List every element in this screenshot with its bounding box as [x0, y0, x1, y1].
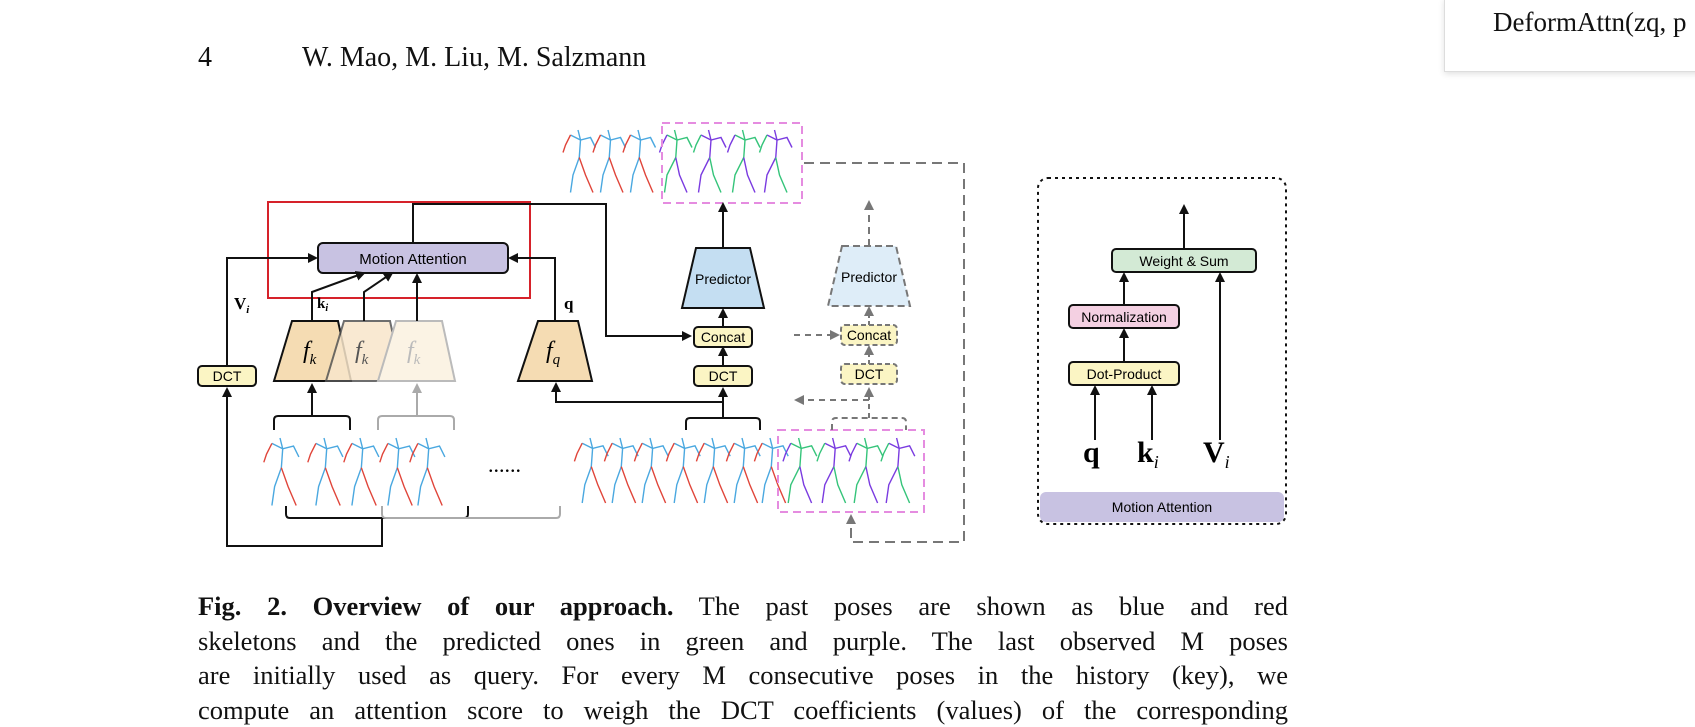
skeleton-figure: [696, 438, 730, 503]
caption-line3: are initially used as query. For every M…: [198, 658, 1288, 693]
skeleton-figure: [380, 438, 415, 506]
detail-footer-label: Motion Attention: [1112, 499, 1212, 515]
skeleton-figure: [660, 130, 693, 193]
skeleton-figure: [593, 130, 626, 193]
predictor-label: Predictor: [695, 271, 751, 287]
skeleton-figure: [817, 438, 851, 503]
weight-sum-label: Weight & Sum: [1139, 253, 1228, 269]
skeleton-figure: [726, 438, 760, 503]
detail-v: Vi: [1203, 436, 1230, 472]
detail-panel: [1038, 178, 1286, 524]
skeleton-figure: [563, 130, 596, 193]
fq-block: [518, 321, 592, 381]
figure-caption: Fig. 2. Overview of our approach. The pa…: [198, 589, 1288, 727]
dct-label-dashed: DCT: [855, 366, 884, 382]
skeleton-figure: [849, 438, 883, 503]
predictor-label-dashed: Predictor: [841, 269, 897, 285]
predicted-skeletons-top: [563, 130, 792, 193]
detail-k: ki: [1137, 436, 1159, 472]
concat-label-dashed: Concat: [847, 327, 891, 343]
skeleton-figure: [574, 438, 608, 503]
skeleton-figure: [666, 438, 700, 503]
q-label: q: [564, 294, 574, 313]
skeleton-figure: [728, 130, 761, 193]
caption-title: Overview of our approach.: [313, 591, 674, 621]
history-skeletons: [264, 438, 788, 506]
skeleton-figure: [604, 438, 638, 503]
dct-label-middle: DCT: [709, 368, 738, 384]
skeleton-figure: [623, 130, 656, 193]
motion-attention-label: Motion Attention: [359, 251, 467, 268]
skeleton-figure: [264, 438, 299, 506]
ellipsis: ......: [488, 452, 521, 477]
skeleton-figure: [783, 438, 817, 503]
pred-box-top: [662, 123, 802, 203]
skeleton-figure: [760, 130, 793, 193]
dot-product-label: Dot-Product: [1087, 366, 1162, 382]
skeleton-figure: [881, 438, 915, 503]
normalization-label: Normalization: [1081, 309, 1167, 325]
skeleton-figure: [410, 438, 445, 506]
v-label: Vi: [234, 294, 250, 316]
skeleton-figure: [344, 438, 379, 506]
caption-line2: skeletons and the predicted ones in gree…: [198, 624, 1288, 659]
caption-line1: The past poses are shown as blue and red: [699, 591, 1288, 621]
concat-label: Concat: [701, 329, 745, 345]
caption-fig-label: Fig. 2.: [198, 591, 287, 621]
skeleton-figure: [754, 438, 788, 503]
predicted-skeletons-bottom: [783, 438, 915, 503]
skeleton-figure: [634, 438, 668, 503]
detail-q: q: [1083, 436, 1100, 469]
skeleton-figure: [308, 438, 343, 506]
skeleton-figure: [694, 130, 727, 193]
dct-label-left: DCT: [213, 368, 242, 384]
